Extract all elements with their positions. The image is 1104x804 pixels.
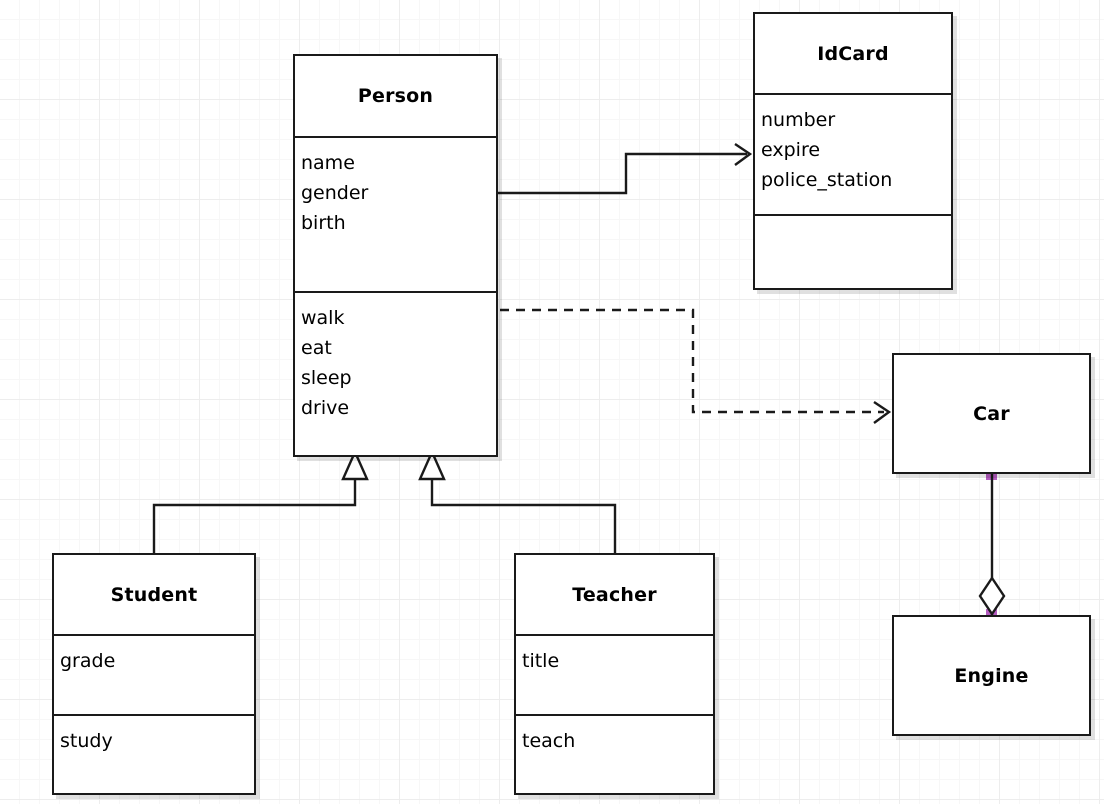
attributes-compartment-student: grade <box>54 634 254 713</box>
uml-class-teacher[interactable]: Teacher title teach <box>514 553 715 795</box>
method-row: drive <box>301 396 350 419</box>
class-title-student: Student <box>110 583 198 606</box>
attribute-row: title <box>522 650 560 673</box>
attribute-row: birth <box>301 211 346 234</box>
generalization-line <box>152 472 357 553</box>
method-row: study <box>60 729 113 752</box>
attributes-compartment-teacher: title <box>516 634 713 713</box>
relationship-student-to-person[interactable] <box>152 449 369 553</box>
uml-class-engine[interactable]: Engine <box>892 615 1091 736</box>
uml-class-idcard[interactable]: IdCard number expire police_station <box>753 12 953 290</box>
attribute-row: gender <box>301 181 369 204</box>
class-title-engine: Engine <box>954 664 1029 687</box>
relationship-person-to-car[interactable] <box>500 308 892 424</box>
class-title-person: Person <box>357 84 434 107</box>
attributes-compartment-person: name gender birth <box>295 135 496 291</box>
relationship-person-to-idcard[interactable] <box>498 143 753 195</box>
attribute-row: police_station <box>761 169 893 191</box>
uml-class-student[interactable]: Student grade study <box>52 553 256 795</box>
method-row: eat <box>301 336 332 359</box>
dependency-line <box>500 308 884 414</box>
relationship-car-to-engine[interactable] <box>978 474 1006 617</box>
class-title-teacher: Teacher <box>572 583 657 606</box>
methods-compartment-student: study <box>54 713 254 793</box>
generalization-line <box>430 472 617 553</box>
methods-compartment-person: walk eat sleep drive <box>295 290 496 455</box>
method-row: walk <box>301 306 345 329</box>
open-arrow-head-icon <box>734 143 753 166</box>
class-title-car: Car <box>973 402 1010 425</box>
attribute-row: name <box>301 151 355 174</box>
method-row: sleep <box>301 366 352 389</box>
uml-class-car[interactable]: Car <box>892 353 1091 474</box>
attribute-row: expire <box>761 139 821 161</box>
method-row: teach <box>522 729 576 752</box>
methods-compartment-teacher: teach <box>516 713 713 793</box>
methods-compartment-idcard <box>755 214 951 250</box>
class-title-idcard: IdCard <box>817 42 889 65</box>
attribute-row: number <box>761 109 836 131</box>
relationship-teacher-to-person[interactable] <box>418 449 617 553</box>
open-arrow-head-icon <box>873 401 892 424</box>
uml-class-person[interactable]: Person name gender birth walk eat sleep … <box>293 54 498 457</box>
attribute-row: grade <box>60 650 116 673</box>
attributes-compartment-idcard: number expire police_station <box>755 93 951 214</box>
association-line <box>498 152 747 195</box>
